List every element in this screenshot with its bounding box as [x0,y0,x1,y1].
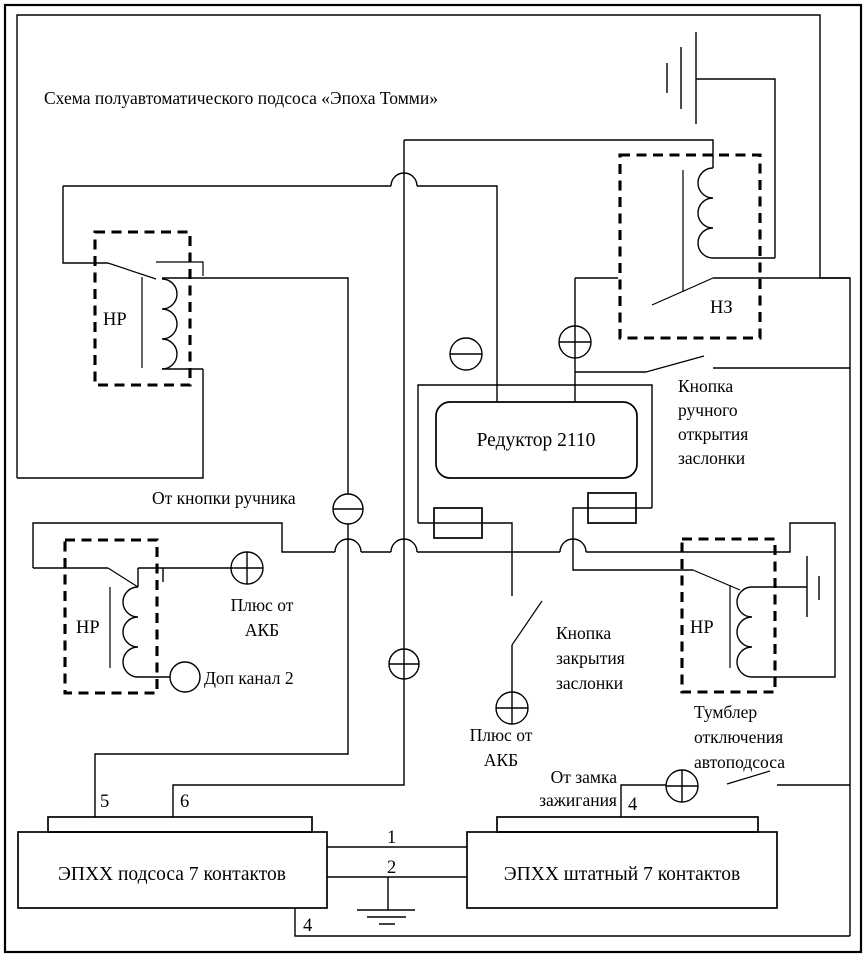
epxx-left-body [17,831,328,909]
ground-bottom-icon [357,877,415,925]
relay-lower-left-box [63,538,159,695]
pin5-label: 5 [100,792,109,812]
wire-handbrake-tap [94,277,349,817]
pin6-label: 6 [180,792,189,812]
epxx-left-block: ЭПХХ подсоса 7 контактов 5 6 4 [17,792,328,936]
relay-nz-coil-ground-loop [696,78,776,259]
epxx-right-label: ЭПХХ штатный 7 контактов [504,864,740,885]
pin1-label: 1 [387,828,396,848]
wire-left-return [17,369,204,479]
plus-akb-center-line1: Плюс от [470,725,533,745]
ground-top-icon [666,32,697,124]
connectors [332,325,592,680]
tumbler-blade [726,770,771,785]
relay-right-blade [692,569,741,591]
wire-bus-bridges [334,538,587,553]
minus-connector-icon [449,337,483,371]
relay-upper-left-blade [107,262,157,280]
manual-open-line3: открытия [678,424,748,444]
wire-top-feed [404,139,714,168]
relay-upper-left: НР [62,186,204,387]
manual-open-switch [575,355,850,373]
relay-upper-left-box [93,230,192,387]
epxx-right-body [466,831,778,909]
relay-right-box [680,537,777,694]
close-button-line3: заслонки [556,673,623,693]
ignition-line2: зажигания [539,790,617,810]
pin2-label: 2 [387,858,396,878]
plus-akb-left-line2: АКБ [245,620,279,640]
reducer-right-path [572,507,693,571]
relay-lower-left: НР Плюс от АКБ Доп канал 2 [33,538,294,695]
ignition-line1: От замка [551,767,618,787]
close-button-line1: Кнопка [556,623,611,643]
wire-center-vertical [172,140,405,817]
ground-right-icon [806,556,820,617]
reducer-block: Редуктор 2110 [417,278,693,596]
tumbler-line1: Тумблер [694,702,757,722]
relay-nz-box [618,153,762,340]
wire-main-bus [32,522,836,678]
pin4-left-label: 4 [303,916,312,936]
manual-open-line1: Кнопка [678,376,733,396]
epxx-left-lid [47,816,313,833]
relay-nz-blade [651,277,714,306]
relay-upper-left-contact [156,261,204,276]
epxx-right-lid [496,816,759,833]
close-button-line2: закрытия [556,648,625,668]
plus-akb-center-connector-icon [495,691,529,725]
relay-upper-left-feed [62,186,108,264]
manual-open-line2: ручного [678,400,738,420]
handbrake-connector-icon [332,493,364,525]
tumbler-feed [620,784,666,817]
relay-lower-left-blade [107,567,139,588]
tumbler-line2: отключения [694,727,783,747]
ground-top-bars [666,32,697,124]
plus-akb-left-line1: Плюс от [231,595,294,615]
relay-lower-left-label: НР [76,618,100,638]
relay-nz: НЗ [575,32,850,340]
wire-pin4-left [294,908,850,937]
relay-right-label: НР [690,618,714,638]
relay-right: НР Тумблер отключения автоподсоса [680,537,820,772]
relay-upper-left-label: НР [103,310,127,330]
tumbler-line3: автоподсоса [694,752,785,772]
plus-connector-center-icon [388,648,420,680]
relay-upper-left-coil [161,278,178,370]
wire-bridge-top [390,172,418,187]
reducer-label: Редуктор 2110 [477,430,596,451]
manual-open-line4: заслонки [678,448,745,468]
manual-open-caption: Кнопка ручного открытия заслонки [678,376,748,468]
plus-akb-center-line2: АКБ [484,750,518,770]
relay-lower-left-coil [122,586,139,678]
tumbler-switch: От замка зажигания [539,767,850,817]
manual-open-blade [645,355,705,373]
reducer-left-path [418,522,513,596]
wire-frame-loop [16,14,851,936]
wire-upper-horizontal [63,185,498,402]
relay-nz-coil [697,167,714,259]
close-button-switch: Кнопка закрытия заслонки Плюс от АКБ [470,600,625,770]
page-title: Схема полуавтоматического подсоса «Эпоха… [44,88,438,108]
wire-net [16,14,851,937]
epxx-right-block: ЭПХХ штатный 7 контактов 4 [466,795,778,909]
pin4-right-label: 4 [628,795,637,815]
reducer-body [435,401,638,479]
page-border [3,3,863,954]
extra-channel-label: Доп канал 2 [204,668,294,688]
epxx-left-label: ЭПХХ подсоса 7 контактов [58,864,286,885]
plus-akb-left-connector-icon [230,551,264,585]
handbrake-label: От кнопки ручника [152,488,296,508]
close-button-blade [511,600,543,646]
relay-nz-label: НЗ [710,298,733,318]
relay-right-coil [736,586,753,678]
extra-channel-connector-icon [169,661,201,693]
plus-connector-top-icon [558,325,592,359]
block-interconnect: 1 2 [327,828,467,925]
tumbler-connector-icon [665,769,699,803]
reducer-enclosure [417,384,653,523]
relay-lower-left-top-wire [137,567,263,587]
